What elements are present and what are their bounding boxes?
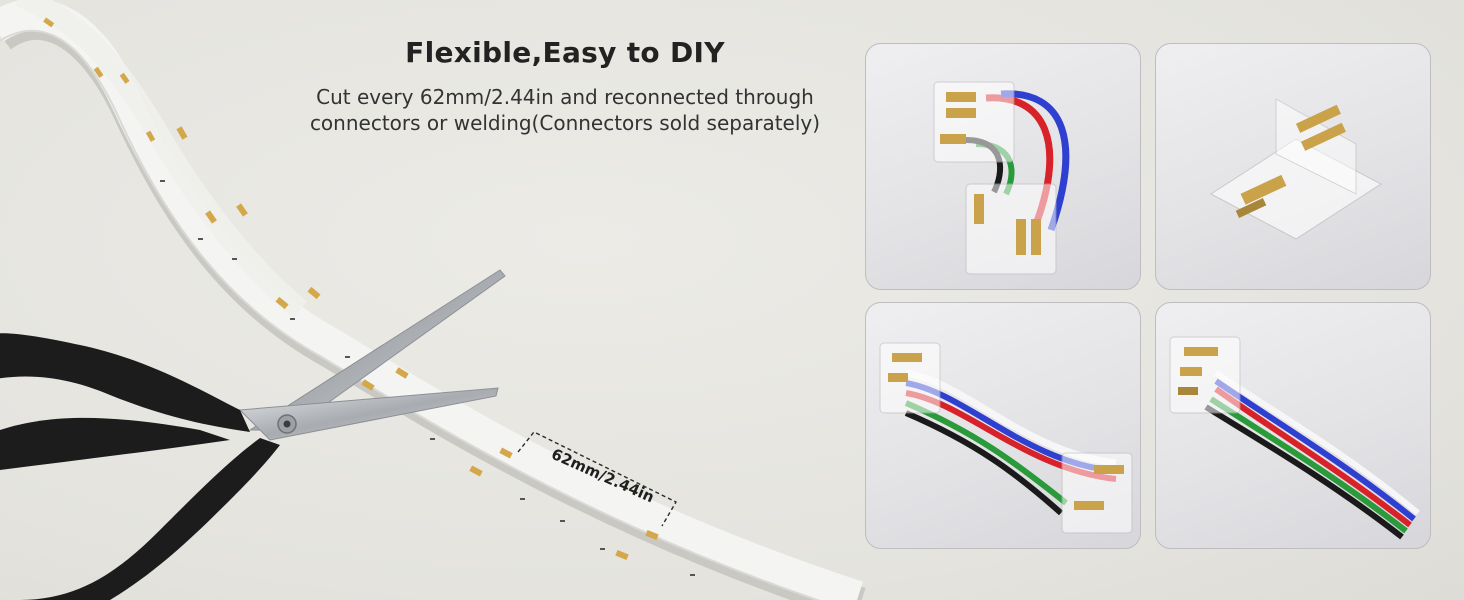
strip-to-strip-connector-tile [1155,43,1431,290]
extension-cable-connector-tile [865,302,1141,549]
copper-pads [43,17,659,561]
strip-to-wire-connector-image [1169,336,1420,540]
led-strip-edge [0,29,821,600]
description-line-1: Cut every 62mm/2.44in and reconnected th… [316,85,814,109]
scissor-handle-lower [20,438,280,600]
l-shape-connector-image [933,81,1070,275]
extension-cable-connector-image [879,342,1133,534]
measurement-bracket [517,431,677,527]
headline-title: Flexible,Easy to DIY [405,36,725,69]
headline-description: Cut every 62mm/2.44in and reconnected th… [0,84,1130,136]
strip-markings [160,180,695,576]
scissor-blade-lower [238,387,499,441]
description-line-2: connectors or welding(Connectors sold se… [309,111,821,135]
scissors [0,269,506,600]
scissor-handle-upper [0,333,250,432]
strip-to-strip-connector-image [1210,98,1382,240]
led-strip-loop [15,0,308,319]
strip-to-wire-connector-tile [1155,302,1431,549]
l-shape-connector-tile [865,43,1141,290]
